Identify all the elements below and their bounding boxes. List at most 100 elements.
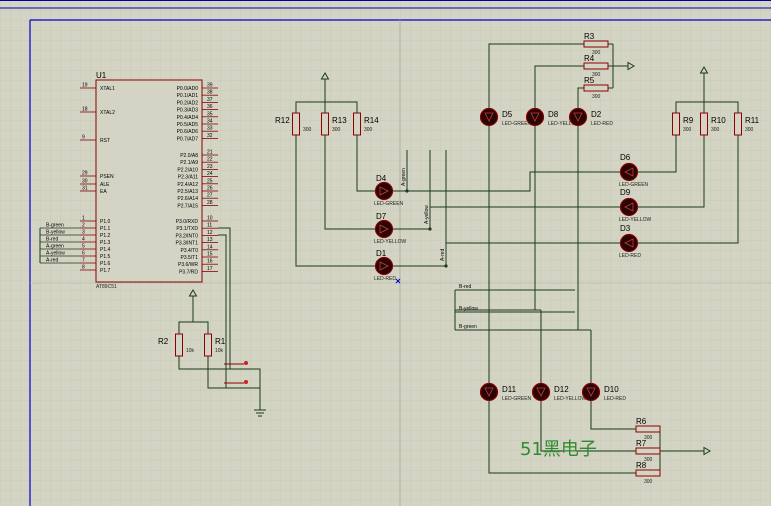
mcu-pin-number: 10 [207,216,213,222]
resistor-value: 300 [644,457,653,463]
mcu-pin-number: 33 [207,126,213,132]
led-body [525,107,545,127]
led-ref: D8 [548,110,559,119]
led-type: LED-YELLOW [619,217,652,223]
wire [295,79,326,108]
button-actuator-icon [244,380,248,384]
net-label-a_yellow: A-yellow [424,205,430,224]
resistor-body [583,62,609,70]
mcu-pin-number: 18 [82,107,88,113]
wire [246,368,261,410]
resistor-value: 10k [186,348,195,354]
led-type: LED-YELLOW [374,239,407,245]
led-type: LED-RED [619,253,641,259]
led-diode-symbol [379,261,389,271]
resistor-value: 300 [592,50,601,56]
mcu-pin-number: 5 [82,244,85,250]
push-buttons[interactable] [222,361,248,389]
resistor-body [353,112,361,136]
resistor-ref: R5 [584,76,595,85]
mcu-pin-label: P3.5/T1 [180,255,198,261]
components: R12300R13300R14300D4LED-GREEND7LED-YELLO… [158,32,760,485]
mcu-pin-label: P3.1/TXD [176,226,198,232]
resistor-ref: R1 [215,337,226,346]
mcu-pin-label: P1.3 [100,240,111,246]
mcu-pin-number: 37 [207,97,213,103]
mcu-pin-number: 21 [207,150,213,156]
mcu-pin-label: P0.1/AD1 [177,93,199,99]
resistor-value: 300 [592,72,601,78]
led-body [581,382,601,402]
mcu-pin-label: P2.7/A15 [177,203,198,209]
mcu-pin-label: P2.1/A9 [180,160,198,166]
led-ref: D11 [502,385,517,394]
wire [324,140,375,230]
wire [207,360,222,389]
wire [577,87,579,108]
resistor-r2[interactable]: R2 10k [158,330,195,360]
led-ref: D6 [620,153,631,162]
mcu-pin-number: 3 [82,230,85,236]
resistor-body [321,112,329,136]
net-label-a-yellow: A-yellow [46,251,65,257]
watermark: 51黑电子 [520,439,597,460]
terminal-out [627,61,635,71]
resistor-body [175,333,183,357]
mcu-pin-number: 29 [82,171,88,177]
mcu-pin-label: P0.4/AD4 [177,115,199,121]
led-diode-symbol [536,387,546,397]
led-type: LED-YELLOW [548,121,581,127]
mcu-pin-number: 32 [207,133,213,139]
mcu-pin-label: P1.6 [100,261,111,267]
junction-dot [444,264,448,268]
wire [534,65,579,108]
net-label-a-red: A-red [46,258,58,264]
mcu-left-pins: 19XTAL118XTAL29RST29PSEN30ALE31EA1P1.02P… [40,83,115,274]
resistor-ref: R2 [158,337,169,346]
wire [488,401,636,474]
resistor-value: 300 [683,127,692,133]
led-ref: D2 [591,110,602,119]
led-ref: D7 [376,212,387,221]
mcu-pin-number: 17 [207,266,213,272]
resistor-body [583,84,609,92]
mcu-pin-number: 13 [207,237,213,243]
resistor-r4[interactable]: R4 300 [579,54,613,78]
power-terminal [188,289,198,297]
resistor-value: 300 [332,127,341,133]
wire [356,140,375,192]
mcu-pin-number: 19 [82,83,88,89]
power-arrow-icon [699,66,709,74]
led-ref: D1 [376,249,387,258]
led-ref: D5 [502,110,513,119]
mcu-pin-number: 28 [207,200,213,206]
resistor-ref: R4 [584,54,595,63]
resistor-body [204,333,212,357]
mcu-u1[interactable]: U1 AT89C51 19XTAL118XTAL29RST29PSEN30ALE… [40,71,218,290]
mcu-pin-label: P2.3/A11 [178,175,198,181]
